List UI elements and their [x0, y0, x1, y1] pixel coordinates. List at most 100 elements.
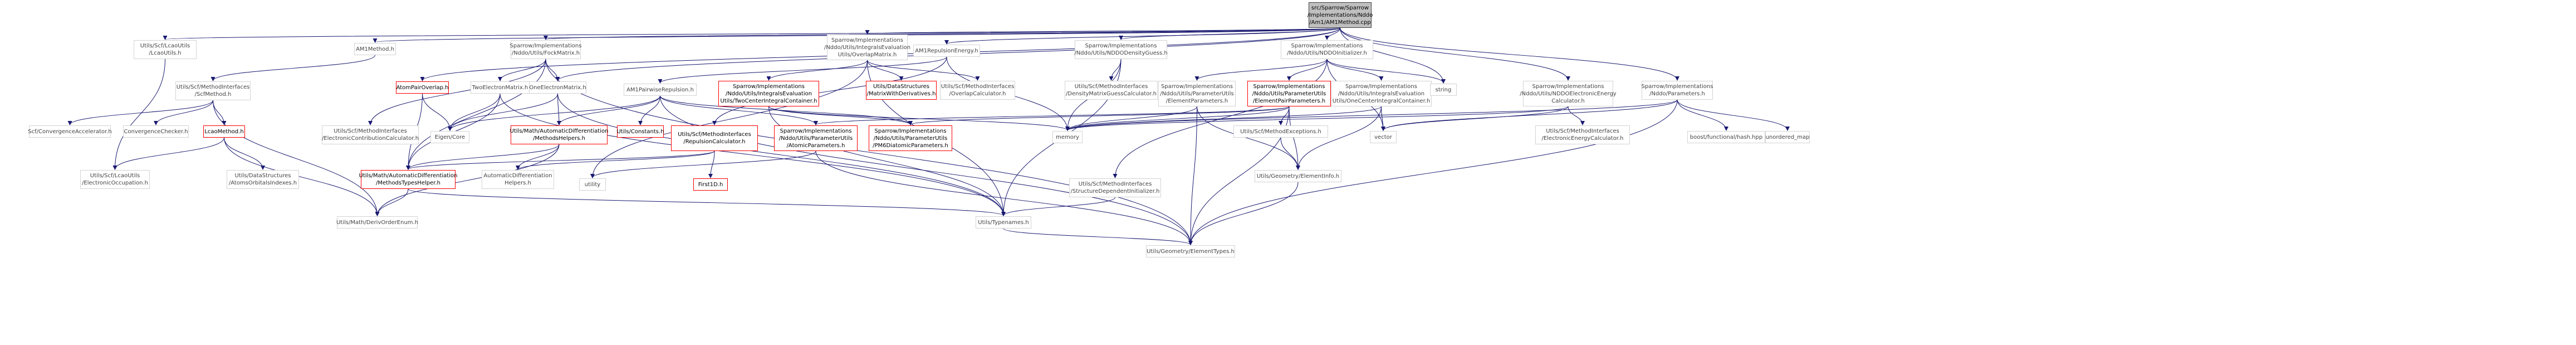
- node-lcao-utils[interactable]: Utils/Scf/LcaoUtils /LcaoUtils.h: [134, 40, 197, 59]
- node-element-pair-params[interactable]: Sparrow/Implementations /Nddo/Utils/Para…: [1247, 81, 1331, 106]
- edge-root-to-nddo-density: [1119, 27, 1340, 40]
- edge-scf-method-interfaces-to-convergence-checker: [154, 100, 213, 125]
- edge-overlap-int-to-matrix-derivatives: [867, 60, 904, 81]
- node-one-electron[interactable]: OneElectronMatrix.h: [529, 81, 586, 94]
- node-scf-exceptions[interactable]: Utils/Scf/MethodExceptions.h: [1233, 125, 1328, 138]
- node-element-types[interactable]: Utils/Geometry/ElementTypes.h: [1146, 245, 1235, 257]
- node-density-guess-calc[interactable]: Utils/Scf/MethodInterfaces /DensityMatri…: [1065, 81, 1158, 100]
- edge-nddo-initializer-to-element-pair-params: [1287, 59, 1328, 81]
- node-first1d[interactable]: First1D.h: [693, 178, 728, 191]
- node-auto-diff-helpers2[interactable]: AutomaticDifferentiation Helpers.h: [482, 170, 554, 189]
- edge-am1method-h-to-scf-method-interfaces: [210, 55, 375, 81]
- node-constants[interactable]: Utils/Constants.h: [616, 125, 664, 138]
- edge-atomic-overlap-to-eigen-core: [422, 93, 452, 131]
- node-scf-method-interfaces[interactable]: Utils/Scf/MethodInterfaces /ScfMethod.h: [175, 81, 251, 100]
- node-structure-dependent[interactable]: Utils/Scf/MethodInterfaces /StructureDep…: [1069, 178, 1161, 197]
- node-root: src/Sparrow/Sparrow /Implementations/Ndd…: [1307, 2, 1373, 28]
- edge-overlap-int-to-two-center-container: [766, 60, 868, 81]
- node-atoms-orbitals[interactable]: Utils/DataStructures /AtomsOrbitalsIndex…: [227, 170, 299, 189]
- edge-sparrow-fock-to-two-electron: [498, 59, 546, 81]
- node-atomic-parameters[interactable]: Sparrow/Implementations /Nddo/Utils/Para…: [774, 125, 858, 151]
- node-nddo-initializer[interactable]: Sparrow/Implementations /Nddo/Utils/NDDO…: [1281, 40, 1373, 59]
- node-auto-diff-helpers[interactable]: Utils/Math/AutomaticDifferentiation /Met…: [510, 125, 608, 144]
- node-nddo-parameters[interactable]: Sparrow/Implementations /Nddo/Parameters…: [1642, 81, 1713, 100]
- node-deriv-order-enum[interactable]: Utils/Math/DerivOrderEnum.h: [336, 216, 418, 229]
- edge-atomic-parameters-to-element-types: [815, 150, 1193, 245]
- node-pm6-diatomic[interactable]: Sparrow/Implementations /Nddo/Utils/Para…: [869, 125, 952, 151]
- node-overlap-calc[interactable]: Utils/Scf/MethodInterfaces /OverlapCalcu…: [940, 81, 1015, 100]
- edge-lcao-method-to-electronic-occupation: [112, 137, 224, 170]
- edge-element-pair-params-to-pm6-diatomic: [908, 106, 1290, 125]
- edge-root-to-sparrow-fock: [544, 27, 1340, 40]
- node-electronic-energy-calc[interactable]: Utils/Scf/MethodInterfaces /ElectronicEn…: [1535, 125, 1630, 144]
- edge-repulsion-calc-to-first1d: [708, 150, 715, 178]
- edge-auto-diff-helpers-to-auto-diff-helpers2: [516, 144, 560, 170]
- edge-types-helper-to-deriv-order-enum: [375, 188, 409, 216]
- node-element-params[interactable]: Sparrow/Implementations /Nddo/Utils/Para…: [1158, 81, 1236, 106]
- edge-root-to-nddo-initializer: [1325, 27, 1340, 40]
- edge-am1-pairwise-to-eigen-core: [448, 95, 660, 131]
- node-eigen-core[interactable]: Eigen/Core: [430, 131, 469, 143]
- edge-sparrow-fock-to-electronic-contribution: [368, 59, 546, 125]
- edge-auto-diff-helpers-to-deriv-order-enum: [375, 144, 560, 216]
- dependency-edges: [67, 27, 1790, 245]
- edge-one-center-container-to-vector: [1380, 106, 1385, 131]
- node-vector[interactable]: vector: [1370, 131, 1397, 143]
- edge-nddo-initializer-to-one-center-container: [1326, 59, 1384, 81]
- edge-nddo-density-to-density-guess-calc: [1109, 59, 1122, 81]
- edge-auto-diff-helpers-to-types-helper: [406, 144, 560, 170]
- node-memory[interactable]: memory: [1052, 131, 1083, 143]
- node-scf-convergence[interactable]: Scf/ConvergenceAccelerator.h: [28, 125, 112, 138]
- edge-lcao-method-to-atoms-orbitals: [224, 137, 265, 170]
- edge-two-center-container-to-pm6-diatomic: [768, 106, 913, 125]
- edge-nddo-initializer-to-element-params: [1194, 59, 1328, 81]
- node-matrix-derivatives[interactable]: Utils/DataStructures /MatrixWithDerivati…: [866, 81, 937, 100]
- node-utility[interactable]: utility: [579, 178, 606, 191]
- edge-root-to-nddo-electronic: [1340, 27, 1570, 81]
- node-am1-pairwise[interactable]: AM1PairwiseRepulsion.h: [624, 84, 697, 96]
- edge-repulsion-calc-to-auto-diff-helpers2: [516, 150, 715, 170]
- node-atomic-overlap[interactable]: AtomPairOverlap.h: [396, 81, 449, 94]
- node-electronic-occupation[interactable]: Utils/Scf/LcaoUtils /ElectronicOccupatio…: [80, 170, 150, 189]
- node-two-center-container[interactable]: Sparrow/Implementations /Nddo/Utils/Inte…: [718, 81, 819, 106]
- edge-lcao-utils-to-electronic-occupation: [112, 59, 165, 170]
- node-boost-hash[interactable]: boost/functional/hash.hpp: [1687, 131, 1765, 143]
- node-two-electron[interactable]: TwoElectronMatrix.h: [471, 81, 530, 94]
- edge-overlap-int-to-utility: [590, 60, 868, 178]
- edge-one-electron-to-eigen-core: [448, 93, 558, 131]
- node-sparrow-fock[interactable]: Sparrow/Implementations /Nddo/Utils/Fock…: [510, 40, 581, 59]
- node-nddo-density[interactable]: Sparrow/Implementations /Nddo/Utils/NDDO…: [1074, 40, 1168, 59]
- edge-sparrow-fock-to-one-electron: [545, 59, 560, 81]
- node-overlap-int[interactable]: Sparrow/Implementations /Nddo/Utils/Inte…: [824, 35, 910, 60]
- node-one-center-container[interactable]: Sparrow/Implementations /Nddo/Utils/Inte…: [1331, 81, 1432, 106]
- edge-scf-exceptions-to-element-info: [1280, 137, 1300, 170]
- edge-root-to-overlap-int: [865, 27, 1340, 35]
- node-typenames[interactable]: Utils/Typenames.h: [976, 216, 1031, 229]
- edge-overlap-int-to-overlap-calc: [867, 60, 980, 81]
- node-element-info[interactable]: Utils/Geometry/ElementInfo.h: [1255, 170, 1341, 182]
- node-convergence-checker[interactable]: ConvergenceChecker.h: [123, 125, 189, 138]
- edge-am1-pairwise-to-atomic-parameters: [660, 95, 818, 125]
- edge-nddo-initializer-to-string: [1326, 59, 1446, 84]
- node-am1method-h[interactable]: AM1Method.h: [354, 43, 396, 55]
- edge-nddo-electronic-to-memory: [1065, 106, 1569, 131]
- edge-am1-repulsion-to-repulsion-calc: [712, 56, 947, 125]
- node-unordered-map[interactable]: unordered_map: [1765, 131, 1810, 143]
- node-string[interactable]: string: [1430, 84, 1457, 96]
- node-lcao-method[interactable]: LcaoMethod.h: [203, 125, 245, 138]
- edge-am1-repulsion-to-am1-pairwise: [658, 56, 947, 84]
- edge-element-pair-params-to-atomic-parameters: [814, 106, 1290, 125]
- edge-nddo-parameters-to-unordered-map: [1677, 99, 1790, 131]
- edge-am1-pairwise-to-pm6-diatomic: [660, 95, 913, 125]
- edge-nddo-electronic-to-electronic-energy-calc: [1568, 106, 1585, 125]
- edge-scf-method-interfaces-to-deriv-order-enum: [213, 100, 380, 216]
- edge-typenames-to-element-types: [1003, 228, 1193, 245]
- edge-nddo-parameters-to-boost-hash: [1677, 99, 1728, 131]
- edge-nddo-parameters-to-memory: [1065, 99, 1678, 131]
- node-repulsion-calc[interactable]: Utils/Scf/MethodInterfaces /RepulsionCal…: [671, 125, 758, 151]
- node-electronic-contribution[interactable]: Utils/Scf/MethodInterfaces /ElectronicCo…: [322, 125, 419, 144]
- edge-am1-pairwise-to-auto-diff-helpers: [557, 95, 660, 125]
- node-am1-repulsion[interactable]: AM1RepulsionEnergy.h: [913, 45, 980, 57]
- node-nddo-electronic[interactable]: Sparrow/Implementations /Nddo/Utils/NDDO…: [1520, 81, 1617, 106]
- node-types-helper[interactable]: Utils/Math/AutomaticDifferentiation /Met…: [359, 170, 457, 189]
